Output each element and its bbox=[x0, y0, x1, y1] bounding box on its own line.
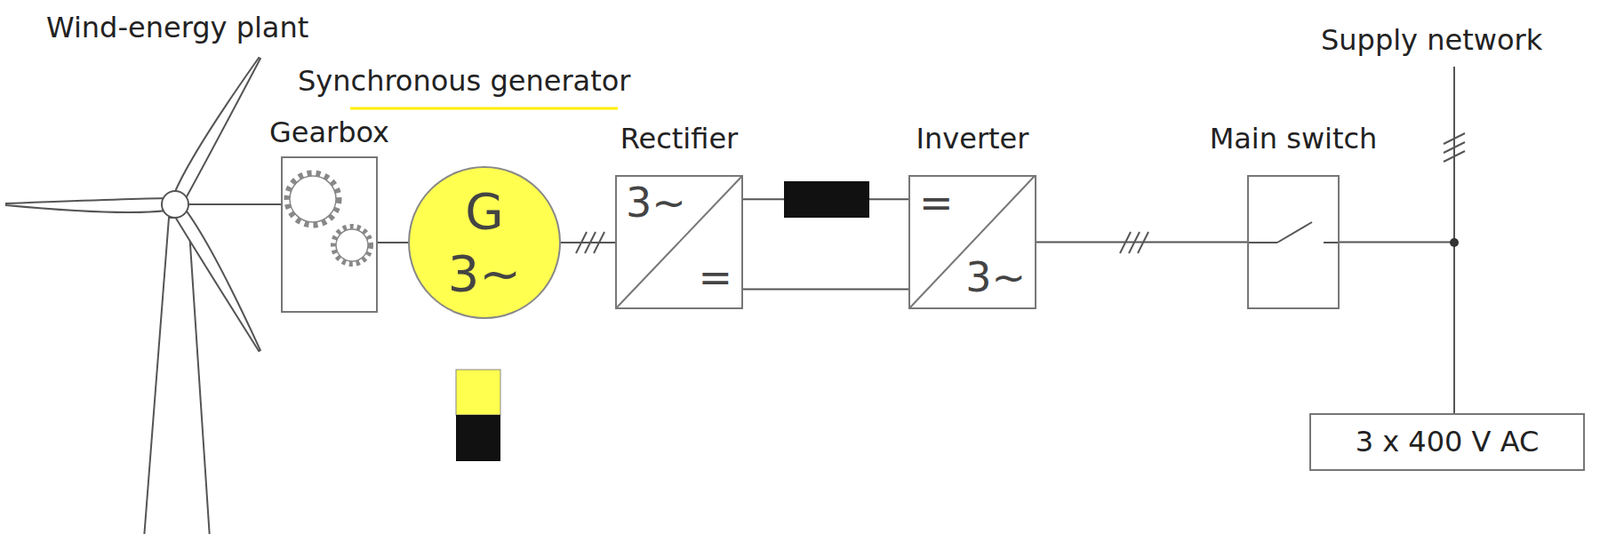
three-phase-mark bbox=[576, 232, 605, 254]
turbine-blade bbox=[6, 198, 167, 213]
node-symbol-text: 3~ bbox=[965, 255, 1026, 301]
node-heading: Inverter bbox=[916, 123, 1030, 155]
inverter-diagonal bbox=[909, 176, 1035, 309]
gearbox-box: Gearbox bbox=[280, 156, 378, 313]
gear-wheel bbox=[336, 229, 368, 262]
node-heading: Synchronous generator bbox=[297, 65, 631, 97]
wire-connector bbox=[560, 241, 616, 244]
voltage-box: 3 x 400 V AC bbox=[1309, 413, 1585, 472]
wire-connector bbox=[743, 288, 909, 290]
node-symbol-text: = bbox=[697, 255, 733, 301]
generator-circle: Synchronous generatorG3~ bbox=[408, 166, 561, 320]
color-swatch bbox=[456, 369, 501, 416]
gear-wheel bbox=[289, 176, 336, 223]
node-heading: 3 x 400 V AC bbox=[1355, 426, 1540, 458]
turbine-blade bbox=[174, 208, 267, 354]
gear-teeth bbox=[333, 226, 371, 264]
node-symbol-text: G bbox=[464, 184, 504, 240]
node-symbol-text: = bbox=[919, 180, 954, 226]
node-heading: Gearbox bbox=[269, 117, 390, 149]
main-switch-box: Main switch bbox=[1247, 175, 1340, 310]
turbine-hub bbox=[161, 191, 189, 218]
supply-bus-line bbox=[1453, 66, 1456, 243]
network-label: Supply network bbox=[1320, 24, 1543, 56]
three-phase-mark bbox=[1443, 133, 1465, 162]
gear-teeth bbox=[287, 173, 339, 225]
color-swatch bbox=[456, 415, 501, 462]
rotor-shaft bbox=[188, 203, 281, 206]
node-heading: Rectifier bbox=[620, 123, 739, 155]
three-phase-mark bbox=[1120, 232, 1149, 254]
node-heading: Main switch bbox=[1209, 123, 1378, 155]
turbine-blade bbox=[172, 54, 265, 200]
wire-connector bbox=[1036, 241, 1248, 244]
inverter-box: Inverter=3~ bbox=[908, 175, 1037, 310]
node-symbol-text: 3~ bbox=[625, 180, 687, 226]
title-underline bbox=[350, 107, 618, 111]
inductor-symbol bbox=[784, 181, 870, 218]
rectifier-diagonal bbox=[616, 176, 743, 309]
junction-dot bbox=[1449, 238, 1459, 248]
wire-connector bbox=[377, 241, 408, 244]
switch-symbol bbox=[1248, 222, 1338, 243]
plant-label: Wind-energy plant bbox=[46, 12, 309, 44]
rectifier-box: Rectifier3~= bbox=[615, 175, 744, 310]
turbine-tower bbox=[144, 217, 210, 534]
wire-connector bbox=[1339, 242, 1455, 415]
node-symbol-text: 3~ bbox=[448, 246, 522, 302]
